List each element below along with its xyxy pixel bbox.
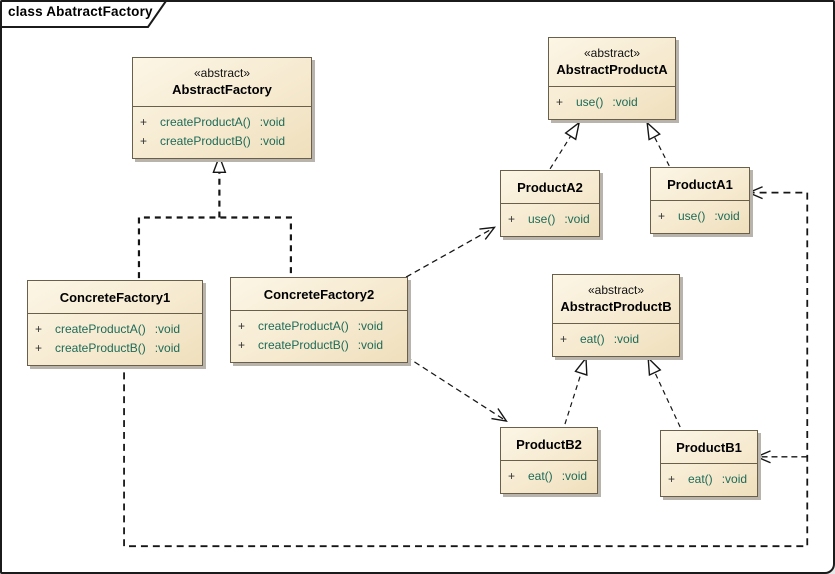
method-return-type: :void — [613, 332, 640, 346]
method-visibility: + — [668, 472, 676, 486]
method-row: + createProductA() :void — [133, 113, 311, 132]
method-row: + use() :void — [501, 210, 599, 229]
class-methods: + use() :void — [501, 203, 599, 236]
class-name: ProductB2 — [516, 436, 582, 452]
class-box-abstractfactory[interactable]: «abstract» AbstractFactory + createProdu… — [132, 57, 312, 159]
stereotype-label: «abstract» — [587, 283, 645, 297]
method-visibility: + — [508, 469, 516, 483]
class-methods: + createProductA() :void + createProduct… — [28, 313, 202, 365]
method-row: + createProductB() :void — [133, 132, 311, 151]
stereotype-label: «abstract» — [583, 46, 641, 60]
method-return-type: :void — [259, 134, 286, 148]
diagram-title: class AbatractFactory — [8, 4, 153, 19]
class-header: ConcreteFactory2 — [231, 278, 407, 310]
class-methods: + createProductA() :void + createProduct… — [133, 106, 311, 158]
class-box-abstractproducta[interactable]: «abstract» AbstractProductA + use() :voi… — [548, 37, 676, 120]
method-visibility: + — [140, 115, 148, 129]
realization-concretefactories-branch — [137, 216, 292, 279]
method-visibility: + — [658, 209, 666, 223]
class-box-concretefactory2[interactable]: ConcreteFactory2 + createProductA() :voi… — [230, 277, 408, 363]
method-name: use() — [528, 212, 556, 226]
diagram-frame-tab: class AbatractFactory — [2, 2, 170, 28]
class-header: «abstract» AbstractProductA — [549, 38, 675, 86]
class-name: ConcreteFactory2 — [263, 286, 375, 302]
frame-tab-shape — [2, 2, 167, 28]
class-methods: + eat() :void — [501, 460, 597, 493]
class-box-concretefactory1[interactable]: ConcreteFactory1 + createProductA() :voi… — [27, 280, 203, 366]
class-methods: + eat() :void — [553, 323, 679, 356]
method-visibility: + — [238, 338, 246, 352]
class-header: «abstract» AbstractFactory — [133, 58, 311, 106]
method-name: createProductA() — [258, 319, 349, 333]
method-name: createProductB() — [55, 341, 146, 355]
method-return-type: :void — [561, 469, 588, 483]
class-header: ProductB1 — [661, 431, 757, 463]
method-row: + createProductB() :void — [231, 336, 407, 355]
stereotype-label: «abstract» — [193, 66, 251, 80]
method-visibility: + — [560, 332, 568, 346]
method-return-type: :void — [612, 95, 638, 109]
class-box-productb1[interactable]: ProductB1 + eat() :void — [660, 430, 758, 497]
class-name: ConcreteFactory1 — [59, 289, 171, 305]
realization-productb1-to-abstractproductb — [648, 358, 681, 428]
class-name: ProductB1 — [676, 439, 742, 455]
method-visibility: + — [508, 212, 516, 226]
realization-producta2-to-abstractproducta — [549, 123, 579, 170]
method-name: createProductB() — [160, 134, 251, 148]
method-return-type: :void — [154, 322, 181, 336]
method-row: + createProductB() :void — [28, 339, 202, 358]
class-methods: + eat() :void — [661, 463, 757, 496]
class-header: ConcreteFactory1 — [28, 281, 202, 313]
realization-producta1-to-abstractproducta — [647, 123, 670, 167]
method-name: createProductA() — [160, 115, 251, 129]
class-name: AbstractProductA — [556, 62, 668, 77]
class-box-productb2[interactable]: ProductB2 + eat() :void — [500, 427, 598, 494]
method-row: + use() :void — [549, 93, 675, 112]
class-header: ProductA2 — [501, 171, 599, 203]
method-row: + use() :void — [651, 207, 749, 226]
method-name: createProductB() — [258, 338, 349, 352]
method-return-type: :void — [721, 472, 748, 486]
dependency-concretefactory2-to-producta2 — [405, 226, 496, 278]
method-row: + eat() :void — [661, 470, 757, 489]
method-name: use() — [576, 95, 604, 109]
method-row: + createProductA() :void — [231, 317, 407, 336]
class-methods: + use() :void — [651, 200, 749, 233]
method-row: + eat() :void — [553, 330, 679, 349]
class-box-abstractproductb[interactable]: «abstract» AbstractProductB + eat() :voi… — [552, 274, 680, 357]
class-box-producta2[interactable]: ProductA2 + use() :void — [500, 170, 600, 237]
method-visibility: + — [140, 134, 148, 148]
method-visibility: + — [556, 95, 564, 109]
method-return-type: :void — [154, 341, 181, 355]
method-name: use() — [678, 209, 706, 223]
class-name: ProductA1 — [667, 176, 733, 192]
method-name: eat() — [688, 472, 713, 486]
method-visibility: + — [238, 319, 246, 333]
method-name: eat() — [580, 332, 605, 346]
method-return-type: :void — [357, 338, 384, 352]
class-methods: + use() :void — [549, 86, 675, 119]
class-name: AbstractProductB — [560, 299, 672, 314]
method-return-type: :void — [357, 319, 384, 333]
method-return-type: :void — [259, 115, 286, 129]
class-name: ProductA2 — [517, 179, 583, 195]
dependency-concretefactory2-to-productb2 — [405, 355, 508, 423]
method-visibility: + — [35, 341, 43, 355]
method-row: + eat() :void — [501, 467, 597, 486]
method-name: createProductA() — [55, 322, 146, 336]
method-return-type: :void — [564, 212, 590, 226]
method-visibility: + — [35, 322, 43, 336]
method-row: + createProductA() :void — [28, 320, 202, 339]
method-return-type: :void — [714, 209, 740, 223]
method-name: eat() — [528, 469, 553, 483]
class-header: ProductA1 — [651, 168, 749, 200]
class-header: «abstract» AbstractProductB — [553, 275, 679, 323]
class-name: AbstractFactory — [172, 82, 272, 97]
class-box-producta1[interactable]: ProductA1 + use() :void — [650, 167, 750, 234]
class-header: ProductB2 — [501, 428, 597, 460]
realization-productb2-to-abstractproductb — [564, 358, 586, 425]
class-methods: + createProductA() :void + createProduct… — [231, 310, 407, 362]
